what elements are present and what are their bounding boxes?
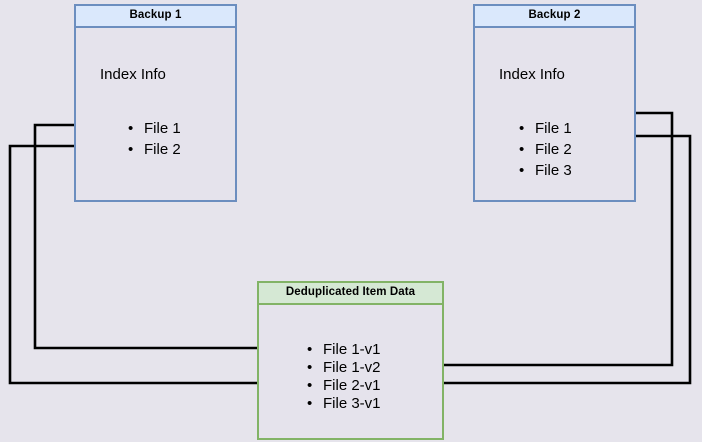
list-item: File 2 xyxy=(519,139,572,160)
node-deduplicated-item-data-body: File 1-v1 File 1-v2 File 2-v1 File 3-v1 xyxy=(259,305,442,438)
list-item: File 3-v1 xyxy=(307,395,381,413)
node-backup-2[interactable]: Backup 2 Index Info File 1 File 2 File 3 xyxy=(473,4,636,202)
backup-2-file-list: File 1 File 2 File 3 xyxy=(519,118,572,181)
dedup-item-list: File 1-v1 File 1-v2 File 2-v1 File 3-v1 xyxy=(307,341,381,413)
list-item: File 3 xyxy=(519,160,572,181)
node-backup-1-body: Index Info File 1 File 2 xyxy=(76,28,235,200)
backup-1-index-info-label: Index Info xyxy=(100,66,166,83)
node-deduplicated-item-data[interactable]: Deduplicated Item Data File 1-v1 File 1-… xyxy=(257,281,444,440)
list-item: File 1-v1 xyxy=(307,341,381,359)
list-item: File 2 xyxy=(128,139,181,160)
node-backup-1-header: Backup 1 xyxy=(76,6,235,28)
backup-1-file-list: File 1 File 2 xyxy=(128,118,181,160)
list-item: File 1 xyxy=(128,118,181,139)
node-backup-2-header: Backup 2 xyxy=(475,6,634,28)
list-item: File 1 xyxy=(519,118,572,139)
node-backup-1[interactable]: Backup 1 Index Info File 1 File 2 xyxy=(74,4,237,202)
node-backup-2-body: Index Info File 1 File 2 File 3 xyxy=(475,28,634,200)
list-item: File 2-v1 xyxy=(307,377,381,395)
backup-2-index-info-label: Index Info xyxy=(499,66,565,83)
list-item: File 1-v2 xyxy=(307,359,381,377)
node-deduplicated-item-data-header: Deduplicated Item Data xyxy=(259,283,442,305)
